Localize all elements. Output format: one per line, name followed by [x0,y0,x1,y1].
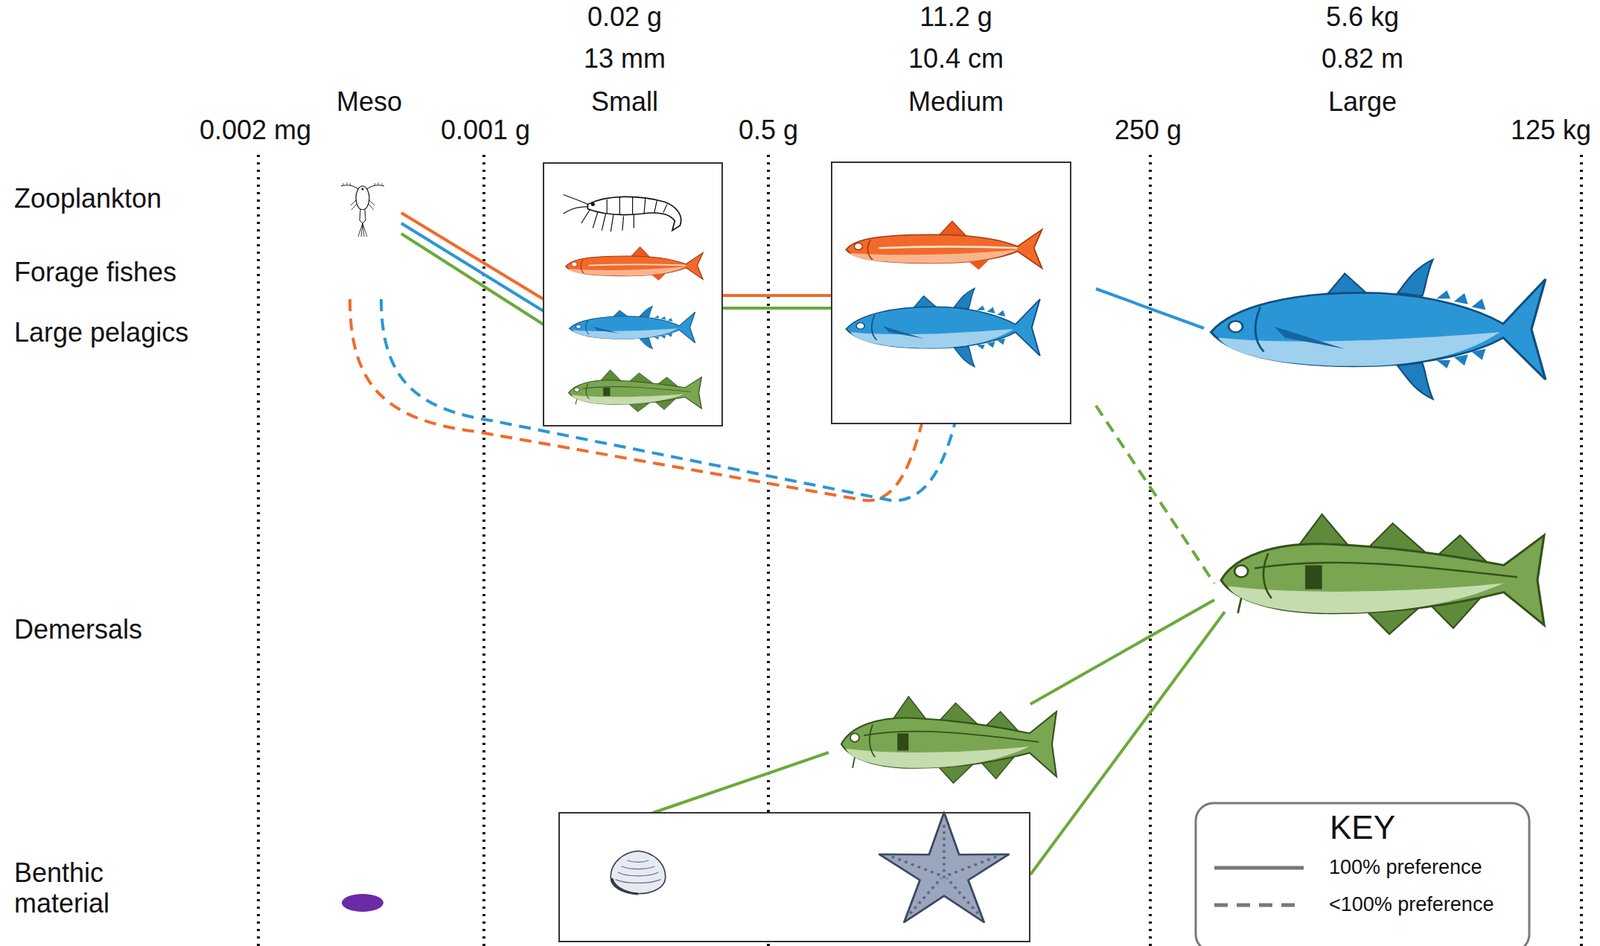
group-label: Demersals [11,614,145,645]
size-class: Large [1326,86,1399,117]
bin-boundary: 0.5 g [736,114,801,146]
size-mass: 0.02 g [585,1,665,33]
legend-frame [1195,803,1530,946]
bin-boundary: 250 g [1112,114,1184,146]
prey-links [349,212,1225,875]
size-gridlines [258,154,1582,946]
bin-boundary: 0.001 g [438,114,533,146]
group-label: Large pelagics [11,317,191,348]
size-mass: 5.6 kg [1323,1,1402,33]
legend-dashed-sample [1214,903,1304,908]
size-mass: 11.2 g [917,1,994,33]
legend-entry: 100% preference [1328,856,1483,880]
size-class-boxes [543,162,1071,942]
group-label: Zooplankton [11,183,164,214]
organism-pictures [340,182,1546,923]
legend-solid-sample [1214,866,1304,871]
size-length: 10.4 cm [906,43,1006,74]
legend-entry: <100% preference [1328,893,1494,917]
size-class: Medium [906,86,1006,117]
legend-title: KEY [1327,809,1398,848]
size-length: 0.82 m [1319,43,1406,74]
size-class: Meso [334,86,405,117]
size-class: Small [588,86,661,117]
group-label: Forage fishes [11,256,179,288]
bin-boundary: 0.002 mg [197,114,314,146]
size-length: 13 mm [581,43,668,74]
bin-boundary: 125 kg [1508,114,1594,146]
benthic-dot [341,894,384,913]
group-label: Benthic material [11,857,158,920]
